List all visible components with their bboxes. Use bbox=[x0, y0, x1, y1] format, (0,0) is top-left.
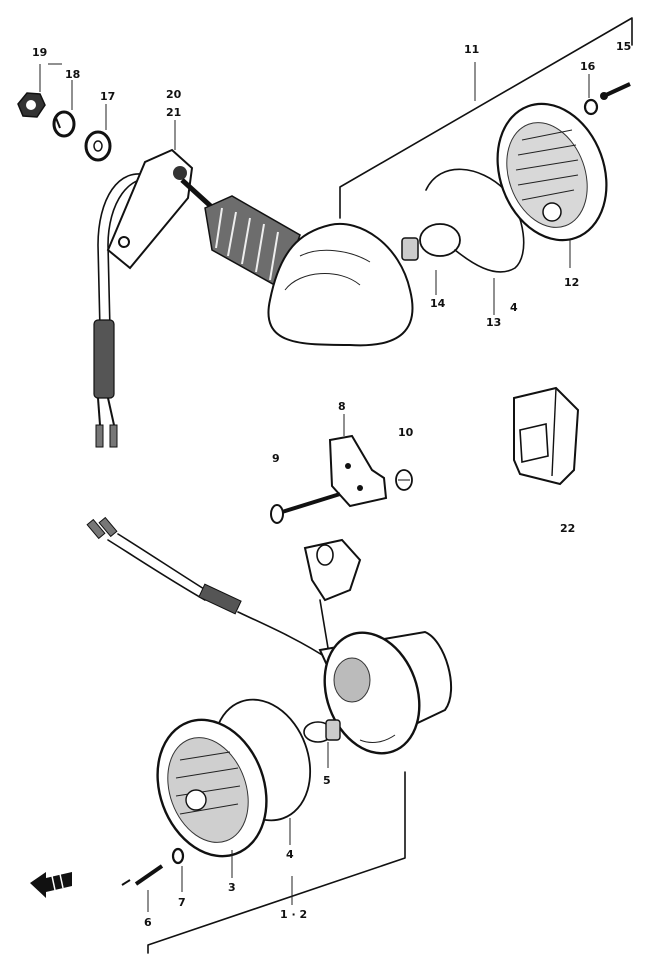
label-5: 5 bbox=[323, 774, 331, 787]
lamp-housing-upper bbox=[267, 222, 414, 347]
label-4-lower: 4 bbox=[286, 848, 294, 861]
label-22: 22 bbox=[560, 522, 575, 535]
label-21: 21 bbox=[166, 106, 181, 119]
label-11: 11 bbox=[464, 43, 479, 56]
label-19: 19 bbox=[32, 46, 47, 59]
stem-lower bbox=[303, 538, 362, 661]
bulb-14 bbox=[401, 223, 461, 295]
label-7: 7 bbox=[178, 896, 186, 909]
label-12: 12 bbox=[564, 276, 579, 289]
label-17: 17 bbox=[100, 90, 115, 103]
label-20: 20 bbox=[166, 88, 182, 101]
label-6: 6 bbox=[144, 916, 152, 929]
label-10: 10 bbox=[398, 426, 414, 439]
label-9: 9 bbox=[272, 452, 280, 465]
washer-17 bbox=[84, 104, 112, 162]
assembly-bracket-upper bbox=[339, 17, 633, 219]
washer-7 bbox=[171, 847, 185, 892]
wire-harness-lower bbox=[86, 516, 331, 661]
washer-16 bbox=[583, 74, 599, 116]
label-13: 13 bbox=[486, 316, 501, 329]
gasket-13 bbox=[425, 168, 525, 315]
lens-3 bbox=[156, 718, 268, 878]
bracket-8 bbox=[328, 414, 388, 508]
label-18: 18 bbox=[65, 68, 80, 81]
lens-12 bbox=[496, 102, 608, 268]
nut-19 bbox=[17, 63, 62, 118]
front-direction-arrow-icon bbox=[30, 872, 72, 898]
label-1-2: 1 · 2 bbox=[280, 908, 307, 921]
label-16: 16 bbox=[580, 60, 596, 73]
stem-rubber-boot bbox=[180, 178, 301, 290]
screw-15 bbox=[600, 82, 631, 100]
relay-22 bbox=[513, 386, 580, 486]
label-8: 8 bbox=[338, 400, 346, 413]
nut-10 bbox=[395, 469, 413, 491]
bulb-5 bbox=[303, 719, 341, 768]
label-4-upper: 4 bbox=[510, 301, 518, 314]
lock-washer-18 bbox=[52, 80, 76, 138]
bolt-9 bbox=[270, 492, 341, 524]
mounting-plate-20-21 bbox=[106, 120, 194, 270]
assembly-bracket-lower bbox=[147, 771, 406, 954]
lamp-housing-lower bbox=[318, 630, 453, 755]
screw-6 bbox=[121, 864, 164, 912]
label-3: 3 bbox=[228, 881, 236, 894]
label-14: 14 bbox=[430, 297, 446, 310]
label-15: 15 bbox=[616, 40, 631, 53]
